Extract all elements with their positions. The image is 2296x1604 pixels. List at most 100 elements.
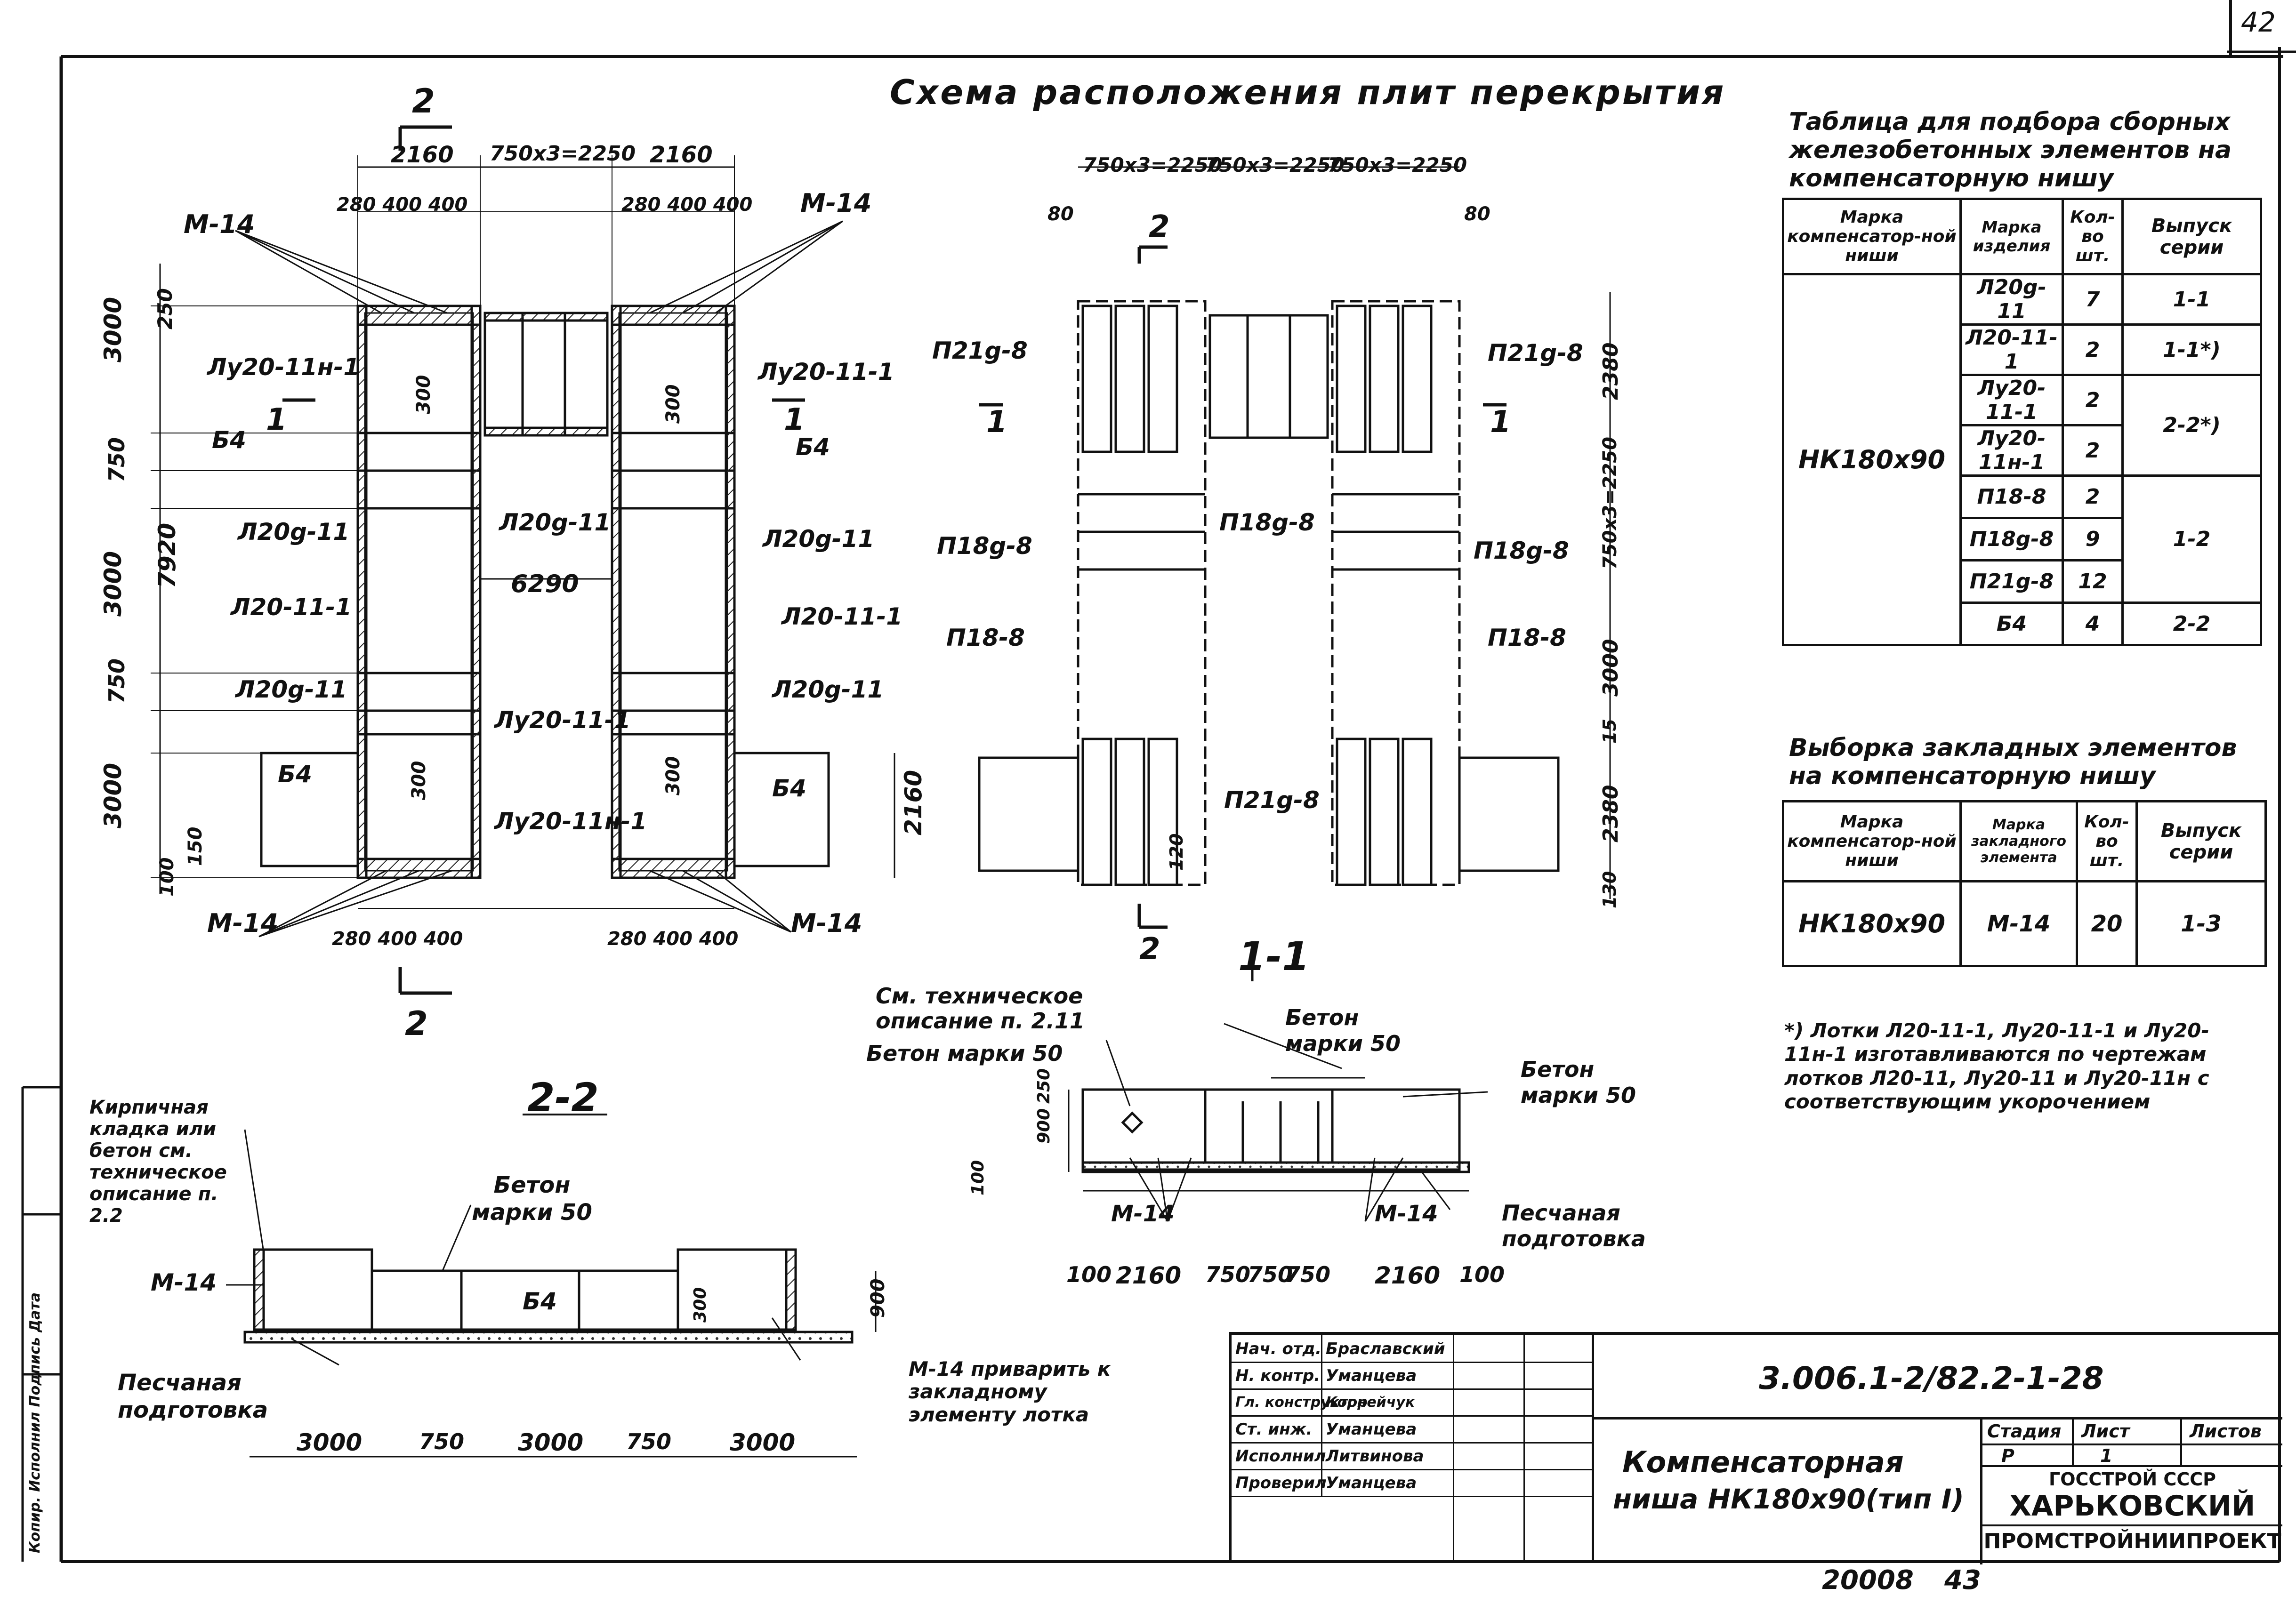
doc-title-line1: Компенсаторная (1622, 1445, 1904, 1479)
table-row-qty: 2 (2062, 374, 2124, 426)
table-elements-header-mark: Марка изделия (1959, 198, 2064, 275)
left-plan-section-2-top: 2 (412, 82, 435, 120)
left-plan-dim-3000-c: 3000 (99, 762, 127, 828)
right-plan-dim-130: 130 (1599, 871, 1620, 908)
title-block-staff-row: Исполнил Литвинова (1232, 1442, 1592, 1470)
section-2-2-weld-note: М-14 приварить к закладному элементу лот… (909, 1357, 1111, 1426)
title-block-staff-divider (1453, 1335, 1454, 1562)
left-plan-dim-7920: 7920 (153, 522, 181, 588)
title-block-staff-row: Нач. отд. Браславский (1232, 1335, 1592, 1363)
page-number: 42 (2241, 6, 2276, 38)
stage-col-divider (2072, 1417, 2074, 1465)
left-plan-section-1-left: 1 (266, 402, 287, 437)
right-plan-dim-120: 120 (1166, 833, 1187, 871)
table-embedded-header-qty: Кол-во шт. (2076, 800, 2138, 882)
left-plan-m14-br: М-14 (791, 908, 862, 938)
section-2-2-dim-2: 3000 (518, 1429, 584, 1456)
left-plan-lu20-11n1-bottom: Лу20-11н-1 (494, 808, 647, 835)
table-embedded-header-niche: Марка компенсатор-ной ниши (1782, 800, 1962, 882)
staff-name: Браславский (1326, 1339, 1445, 1358)
table-row-qty: 7 (2062, 273, 2124, 326)
left-plan-dim-2160-right: 2160 (650, 142, 713, 168)
staff-name: Уманцева (1326, 1420, 1417, 1439)
left-plan-dim-100: 100 (156, 857, 178, 897)
doc-code: 3.006.1-2/82.2-1-28 (1759, 1360, 2104, 1396)
section-1-1-dim-2: 750 (1205, 1262, 1251, 1287)
table-row-qty: 2 (2062, 323, 2124, 376)
section-2-2-b4: Б4 (523, 1288, 557, 1315)
org-line-2: ХАРЬКОВСКИЙ (2009, 1490, 2256, 1523)
title-block-staff-divider (1321, 1335, 1322, 1496)
right-plan-dim-750x3-c: 750х3=2250 (1328, 153, 1467, 176)
right-plan-p18g8-a: П18g-8 (937, 532, 1032, 560)
section-1-1-concrete-right: Бетон марки 50 (1521, 1057, 1636, 1108)
right-plan-section-2-bottom: 2 (1139, 932, 1160, 967)
section-1-1-title: 1-1 (1238, 933, 1310, 979)
left-plan-dim-300-d: 300 (662, 756, 684, 796)
title-block-staff-row: Гл. конструктор Корнейчук (1232, 1388, 1592, 1417)
left-plan (151, 125, 895, 995)
section-2-2-dim-4: 3000 (730, 1429, 796, 1456)
right-plan-section-2-top: 2 (1149, 209, 1170, 244)
right-plan-section-1-right: 1 (1490, 405, 1511, 440)
right-plan-p18g8-b: П18g-8 (1219, 509, 1315, 536)
right-plan-p18-8-b: П18-8 (1488, 624, 1566, 651)
side-stamp: Копир. Исполнил Подпись Дата (27, 1292, 43, 1553)
table-row-qty: 2 (2062, 424, 2124, 477)
table-row-mark: П18-8 (1959, 474, 2064, 519)
title-block-staff-divider (1523, 1335, 1525, 1562)
archive-sheet: 43 (1944, 1565, 1981, 1596)
sheet-value: 1 (2100, 1445, 2113, 1466)
doc-title-line2: ниша НК180х90(тип I) (1613, 1483, 1964, 1515)
left-plan-l20g-11-3: Л20g-11 (763, 525, 875, 553)
table-elements-header-series: Выпуск серии (2121, 198, 2262, 275)
left-plan-l20g-11-5: Л20g-11 (772, 676, 884, 703)
left-plan-dim-2160-vert: 2160 (900, 770, 927, 835)
left-plan-dim-2160-left: 2160 (391, 142, 454, 168)
section-2-2-brick-note: Кирпичная кладка или бетон см. техническ… (89, 1097, 227, 1227)
left-plan-pitch-bottom-left: 280 400 400 (332, 928, 463, 950)
section-1-1-m14-left: М-14 (1111, 1201, 1175, 1227)
left-plan-lu20-11-1-mid: Лу20-11-1 (494, 706, 631, 734)
title-block-staff: Нач. отд. Браславский Н. контр. Уманцева… (1232, 1335, 1594, 1562)
left-plan-l20g-11-4: Л20g-11 (235, 676, 347, 703)
table-row-series: 1-2 (2121, 474, 2262, 604)
section-1-1-h-900: 900 (1034, 1108, 1054, 1144)
table-row-mark: Л20g-11 (1959, 273, 2064, 326)
section-1-1-h-100: 100 (968, 1160, 988, 1195)
right-plan-section-1-left: 1 (986, 405, 1007, 440)
left-plan-b4-3: Б4 (278, 761, 312, 788)
table-row-mark: Б4 (1959, 602, 2064, 646)
left-plan-section-2-bottom: 2 (405, 1004, 428, 1043)
left-plan-dim-750x3: 750х3=2250 (490, 142, 636, 166)
right-plan-dim-750x3-b: 750х3=2250 (1205, 153, 1345, 176)
left-plan-l20g-11-1: Л20g-11 (238, 518, 350, 545)
table-embedded-header-series: Выпуск серии (2135, 800, 2267, 882)
section-1-1-dim-6: 100 (1459, 1262, 1505, 1287)
section-1-1-tech-note: См. техническое описание п. 2.11 (876, 983, 1085, 1034)
table-row-mark: П18g-8 (1959, 517, 2064, 561)
title-block-stage-area: Стадия Лист Листов Р 1 ГОССТРОЙ СССР ХАР… (1980, 1417, 2282, 1564)
section-1-1-m14-right: М-14 (1375, 1201, 1438, 1227)
sheet-label: Лист (2081, 1421, 2130, 1442)
table-row-series: 1-1 (2121, 273, 2262, 326)
table-row-mark: Л20-11-1 (1959, 323, 2064, 376)
stage-col-divider (2180, 1417, 2182, 1465)
table-embedded-series: 1-3 (2135, 880, 2267, 967)
right-plan-p18-8-a: П18-8 (946, 624, 1025, 651)
left-plan-dim-250: 250 (153, 288, 177, 329)
staff-name: Корнейчук (1326, 1394, 1415, 1411)
left-plan-pitch-top-right: 280 400 400 (621, 194, 753, 216)
left-plan-dim-300-b: 300 (662, 384, 684, 424)
right-plan-dim-80-left: 80 (1047, 203, 1074, 225)
right-plan-dim-750x3-vert: 750х3=2250 (1599, 437, 1621, 569)
main-title: Схема расположения плит перекрытия (890, 72, 1726, 112)
left-plan-b4-2: Б4 (796, 433, 830, 461)
staff-name: Уманцева (1326, 1366, 1417, 1385)
right-plan-dim-80-right: 80 (1464, 203, 1490, 225)
table-row-series: 1-1*) (2121, 323, 2262, 376)
org-block: ГОССТРОЙ СССР ХАРЬКОВСКИЙ ПРОМСТРОЙНИИПР… (1982, 1469, 2282, 1553)
title-block-h-divider (1594, 1417, 2282, 1420)
table-elements-title: Таблица для подбора сборных железобетонн… (1789, 108, 2232, 192)
